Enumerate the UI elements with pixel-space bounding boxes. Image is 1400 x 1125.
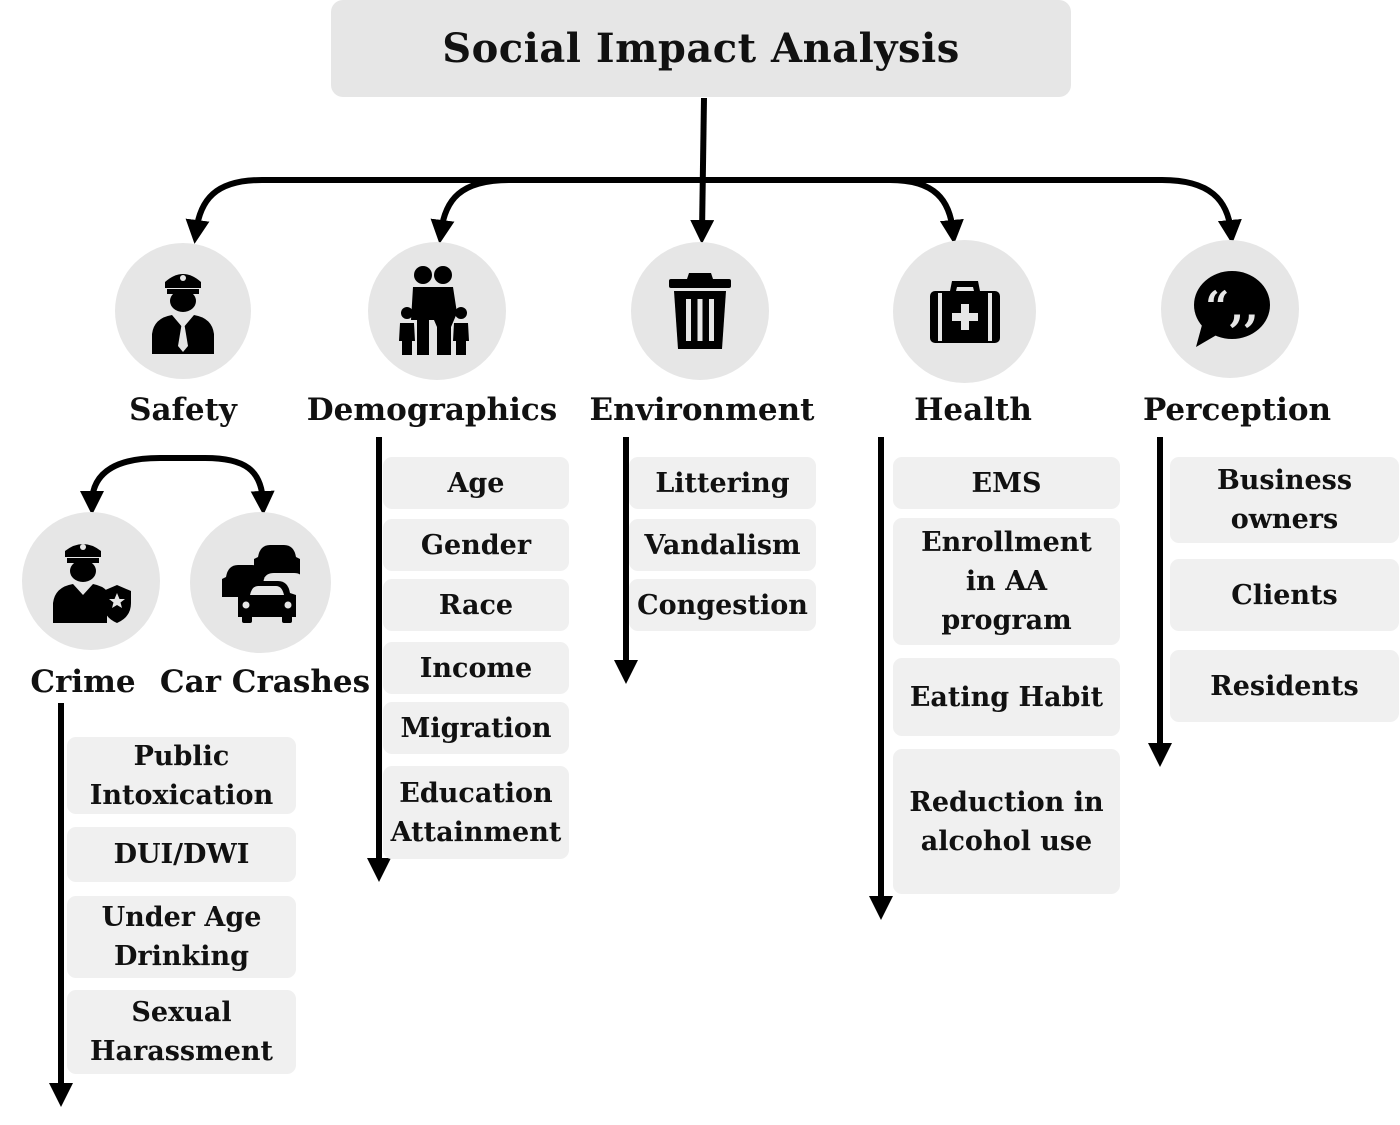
list-item: Littering [629,457,816,509]
list-item: Business owners [1170,457,1399,543]
title-box: Social Impact Analysis [331,0,1071,97]
list-item: Public Intoxication [67,737,296,814]
svg-text:“,,: “,, [1205,282,1258,331]
list-item: Age [383,457,569,509]
category-label-environment: Environment [589,392,815,428]
car-crashes-circle [190,512,331,653]
subcategory-label-car-crashes: Car Crashes [159,664,371,700]
list-item: Education Attainment [383,766,569,859]
list-item: Gender [383,519,569,571]
arrow-safety-subs [80,455,275,515]
list-item: Vandalism [629,519,816,571]
arrow-to-demographics [430,177,511,244]
list-item: Clients [1170,559,1399,631]
environment-circle [631,242,769,380]
arrow-to-safety [185,177,263,244]
perception-circle: “,, [1161,240,1299,378]
crime-circle [22,512,160,650]
first-aid-kit-icon [929,280,1000,343]
list-item: Sexual Harassment [67,990,296,1074]
trash-can-icon [669,273,731,349]
list-item: Residents [1170,650,1399,722]
list-item: Eating Habit [893,658,1120,736]
list-item: DUI/DWI [67,827,296,882]
list-item: Congestion [629,579,816,631]
category-label-perception: Perception [1142,392,1332,428]
list-item: Under Age Drinking [67,896,296,978]
demographics-circle [368,242,506,380]
officer-badge-icon [53,544,131,623]
police-officer-icon [152,274,214,354]
list-item: Race [383,579,569,631]
family-icon [399,266,469,355]
category-label-demographics: Demographics [306,392,558,428]
title-trunk-arrow [690,97,715,244]
list-item: Enrollment in AA program [893,518,1120,645]
diagram-title: Social Impact Analysis [442,25,960,72]
category-label-safety: Safety [129,392,237,428]
list-item: Income [383,642,569,694]
list-item: Migration [383,702,569,754]
list-item: EMS [893,457,1120,509]
subcategory-label-crime: Crime [30,664,136,700]
arrow-to-perception [1161,177,1242,244]
arrow-to-health [889,177,964,244]
safety-circle [115,243,251,379]
list-item: Reduction in alcohol use [893,749,1120,894]
traffic-cars-icon [221,544,302,623]
health-circle [893,240,1036,383]
quote-speech-bubble-icon: “,, [1194,271,1270,347]
category-label-health: Health [914,392,1032,428]
